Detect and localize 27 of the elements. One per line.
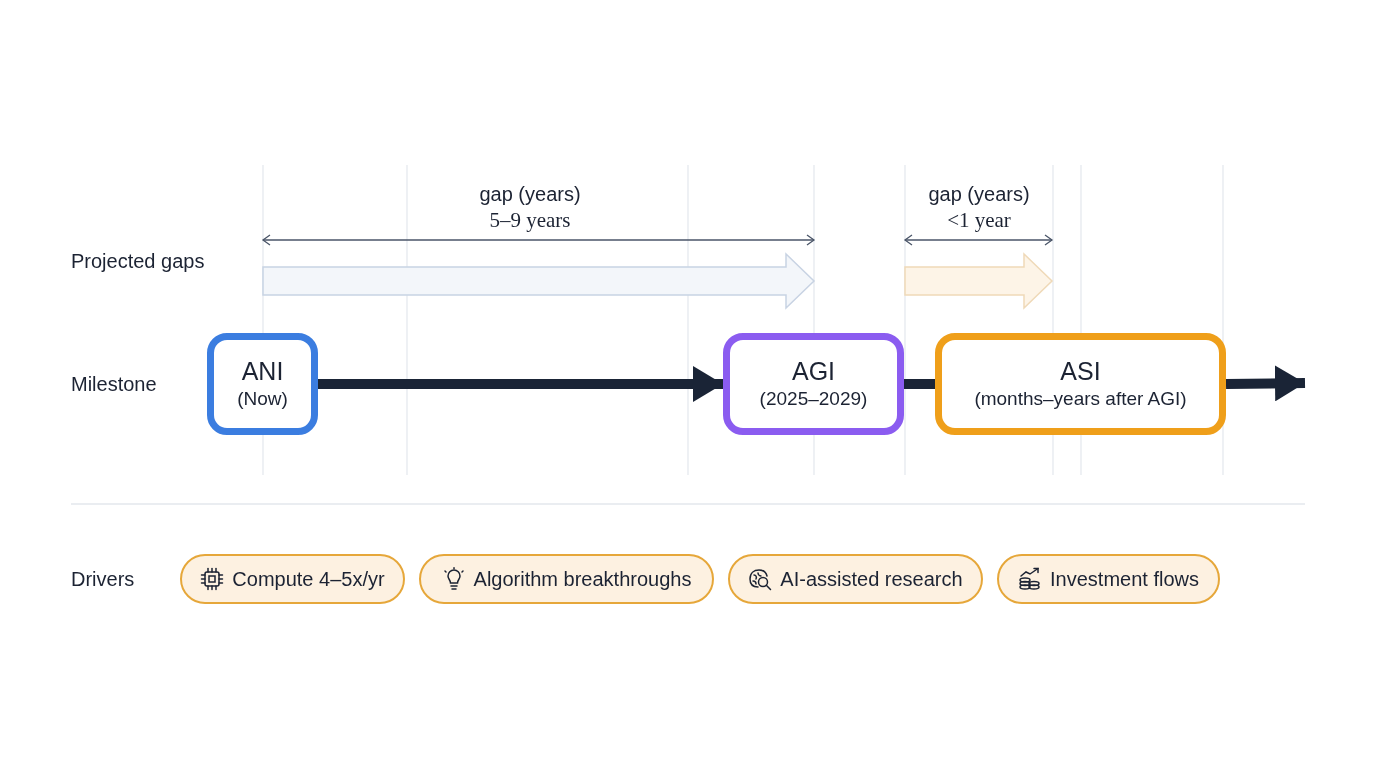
milestone-box xyxy=(935,333,1226,435)
milestone-date: (2025–2029) xyxy=(759,387,868,411)
driver-label: Investment flows xyxy=(1050,567,1199,591)
milestone-box xyxy=(723,333,904,435)
row-label: Milestone xyxy=(71,372,157,396)
arrow xyxy=(1225,365,1306,402)
milestone-title: ANI xyxy=(241,356,284,386)
milestone-title: AGI xyxy=(791,356,836,386)
dimension-value: <1 year xyxy=(947,207,1011,233)
connector-line xyxy=(904,379,935,389)
row-label: Projected gaps xyxy=(71,249,205,273)
driver-label: Compute 4–5x/yr xyxy=(232,567,385,591)
milestone-date: (Now) xyxy=(237,387,288,411)
driver-pill xyxy=(419,554,714,604)
dimension-value: 5–9 years xyxy=(489,207,571,233)
arrow xyxy=(318,366,723,402)
driver-pill xyxy=(180,554,405,604)
milestone-box xyxy=(207,333,318,435)
driver-label: AI-assisted research xyxy=(780,567,963,591)
dimension-label: gap (years) xyxy=(928,182,1030,206)
driver-pill xyxy=(728,554,983,604)
milestone-title: ASI xyxy=(1060,356,1101,386)
milestone-date: (months–years after AGI) xyxy=(974,387,1187,411)
dimension-label: gap (years) xyxy=(479,182,581,206)
driver-pill xyxy=(997,554,1220,604)
driver-label: Algorithm breakthroughs xyxy=(473,567,692,591)
row-label: Drivers xyxy=(71,567,135,591)
